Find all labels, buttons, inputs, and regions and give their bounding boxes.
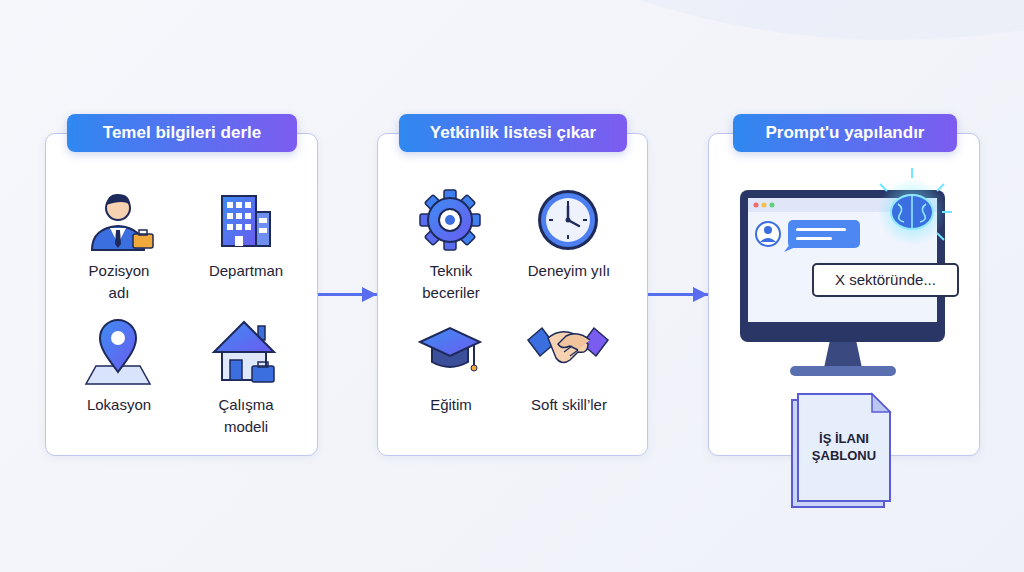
item-label: Teknik beceriler bbox=[409, 260, 493, 304]
document-title: İŞ İLANI ŞABLONU bbox=[804, 430, 884, 464]
step-header: Yetkinlik listesi çıkar bbox=[399, 114, 627, 152]
item-label: Lokasyon bbox=[64, 394, 174, 416]
background-shape bbox=[640, 0, 1024, 40]
flow-arrow bbox=[318, 293, 377, 296]
item-label: Eğitim bbox=[396, 394, 506, 416]
step-panel: Temel bilgileri derlePozisyon adıDepartm… bbox=[45, 133, 318, 456]
prompt-text: X sektöründe... bbox=[814, 265, 957, 295]
item-label: Soft skill’ler bbox=[509, 394, 629, 416]
item-label: Pozisyon adı bbox=[77, 260, 161, 304]
item-label: Çalışma modeli bbox=[204, 394, 288, 438]
step-panel: Prompt'u yapılandırX sektöründe...İŞ İLA… bbox=[708, 133, 980, 456]
document-shape: İŞ İLANI ŞABLONU bbox=[798, 394, 890, 501]
step-header: Temel bilgileri derle bbox=[67, 114, 297, 152]
document-outline bbox=[798, 394, 890, 501]
item-label: Deneyim yılı bbox=[527, 260, 611, 282]
step-panel: Yetkinlik listesi çıkarTeknik becerilerD… bbox=[377, 133, 648, 456]
prompt-bubble: X sektöründe... bbox=[812, 263, 959, 297]
flow-arrow bbox=[648, 293, 708, 296]
item-label: Departman bbox=[191, 260, 301, 282]
step-header: Prompt'u yapılandır bbox=[733, 114, 957, 152]
